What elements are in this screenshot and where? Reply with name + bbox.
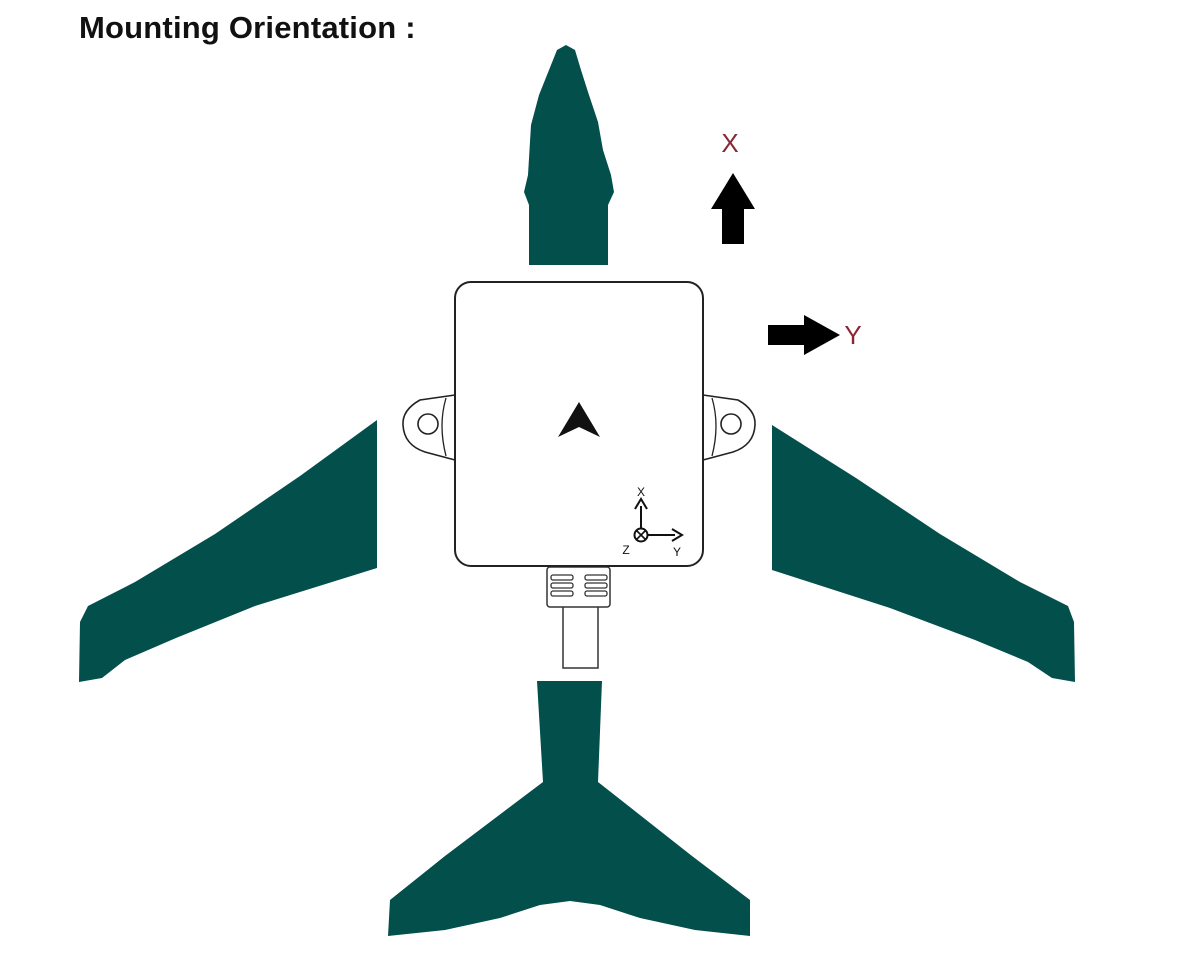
right-mounting-ear-inner [711,397,717,457]
module-x-axis-arrowhead [634,497,648,510]
y-axis-indicator: Y [768,315,862,355]
airplane-tail [388,681,750,936]
page-title: Mounting Orientation : [79,10,416,45]
right-mounting-hole [720,413,742,435]
y-axis-label: Y [844,320,861,350]
cable-connector [546,566,611,608]
airplane-nose [524,45,614,265]
module-z-label: Z [622,543,629,557]
module-z-cross-b [635,529,647,541]
heading-arrow-icon [558,402,600,437]
airplane-silhouette [79,45,1075,936]
cable [546,566,611,669]
module-axis-indicator: X Y Z [622,485,684,559]
module-y-label: Y [673,545,681,559]
left-mounting-ear-inner [441,397,447,457]
x-axis-arrow-icon [711,173,755,244]
x-axis-indicator: X [711,128,755,244]
left-mounting-hole [417,413,439,435]
airplane-left-wing [79,420,377,682]
y-axis-arrow-icon [768,315,840,355]
cable-wire [562,604,599,669]
module-x-label: X [637,485,645,499]
sensor-module: X Y Z [402,281,756,567]
x-axis-label: X [721,128,738,158]
module-y-axis-arrowhead [671,528,684,542]
connector-ridges [550,574,608,597]
airplane-right-wing [772,425,1075,682]
